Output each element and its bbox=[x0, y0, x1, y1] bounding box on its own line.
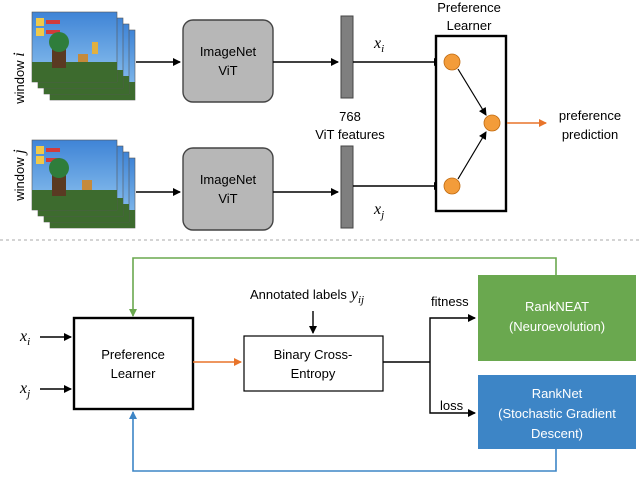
learner-title-line1: Preference bbox=[437, 0, 501, 15]
features-name-label: ViT features bbox=[315, 127, 385, 142]
edge-node-i-to-out bbox=[457, 68, 487, 116]
vit-box-j: ImageNet ViT bbox=[182, 147, 274, 231]
prediction-label-line2: prediction bbox=[562, 127, 618, 142]
svg-text:ViT: ViT bbox=[218, 191, 237, 206]
xj-label-bottom: xj bbox=[19, 380, 30, 400]
fitness-label: fitness bbox=[431, 294, 469, 309]
preference-learner-box-bottom: Preference Learner bbox=[72, 316, 195, 411]
window-j-label: window j bbox=[11, 149, 28, 202]
window-i-label: window i bbox=[11, 52, 28, 104]
edge-node-j-to-out bbox=[457, 131, 487, 180]
svg-text:Binary Cross-: Binary Cross- bbox=[274, 347, 353, 362]
loss-label: loss bbox=[440, 398, 464, 413]
learner-title-line2: Learner bbox=[447, 18, 492, 33]
xi-label-top: xi bbox=[373, 35, 384, 55]
svg-text:ViT: ViT bbox=[218, 63, 237, 78]
fitness-feedback-loop bbox=[129, 257, 557, 317]
branch-to-rankneat bbox=[429, 314, 476, 362]
svg-text:Preference: Preference bbox=[101, 347, 165, 362]
svg-text:Entropy: Entropy bbox=[291, 366, 336, 381]
svg-text:RankNet: RankNet bbox=[532, 386, 583, 401]
svg-text:(Neuroevolution): (Neuroevolution) bbox=[509, 319, 605, 334]
xi-label-bottom: xi bbox=[19, 328, 30, 348]
svg-text:RankNEAT: RankNEAT bbox=[525, 299, 589, 314]
loss-feedback-loop bbox=[129, 411, 557, 472]
feature-bar-i bbox=[340, 15, 354, 99]
bce-loss-box: Binary Cross- Entropy bbox=[243, 335, 384, 392]
output-node bbox=[483, 114, 501, 132]
ranknet-box: RankNet (Stochastic Gradient Descent) bbox=[478, 375, 636, 449]
feature-bar-j bbox=[340, 145, 354, 229]
rankneat-box: RankNEAT (Neuroevolution) bbox=[478, 275, 636, 361]
game-frames-j bbox=[31, 139, 136, 229]
game-frames-i bbox=[31, 11, 136, 101]
svg-text:Learner: Learner bbox=[111, 366, 156, 381]
prediction-label-line1: preference bbox=[559, 108, 621, 123]
svg-text:Descent): Descent) bbox=[531, 426, 583, 441]
input-node-i bbox=[443, 53, 461, 71]
svg-text:(Stochastic Gradient: (Stochastic Gradient bbox=[498, 406, 616, 421]
svg-text:ImageNet: ImageNet bbox=[200, 172, 257, 187]
branch-to-ranknet bbox=[429, 362, 476, 417]
input-node-j bbox=[443, 177, 461, 195]
svg-text:ImageNet: ImageNet bbox=[200, 44, 257, 59]
vit-box-i: ImageNet ViT bbox=[182, 19, 274, 103]
xj-label-top: xj bbox=[373, 201, 384, 221]
features-count-label: 768 bbox=[339, 109, 361, 124]
